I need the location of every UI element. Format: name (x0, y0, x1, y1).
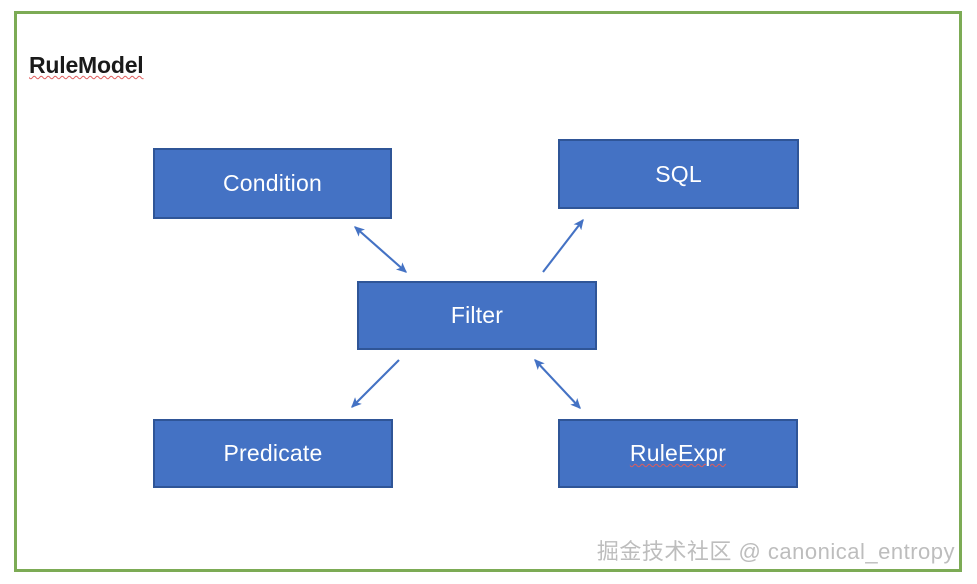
node-filter[interactable]: Filter (357, 281, 597, 350)
node-ruleexpr-label: RuleExpr (629, 440, 727, 466)
watermark: 掘金技术社区 @ canonical_entropy (596, 539, 955, 564)
node-sql[interactable]: SQL (558, 139, 799, 209)
node-condition[interactable]: Condition (153, 148, 392, 219)
node-sql-label: SQL (655, 160, 702, 187)
node-predicate-label: Predicate (223, 440, 323, 466)
node-predicate[interactable]: Predicate (153, 419, 393, 488)
node-ruleexpr[interactable]: RuleExpr (558, 419, 798, 488)
node-condition-label: Condition (223, 170, 322, 196)
page-title: RuleModel (29, 52, 144, 78)
node-filter-label: Filter (450, 302, 504, 328)
